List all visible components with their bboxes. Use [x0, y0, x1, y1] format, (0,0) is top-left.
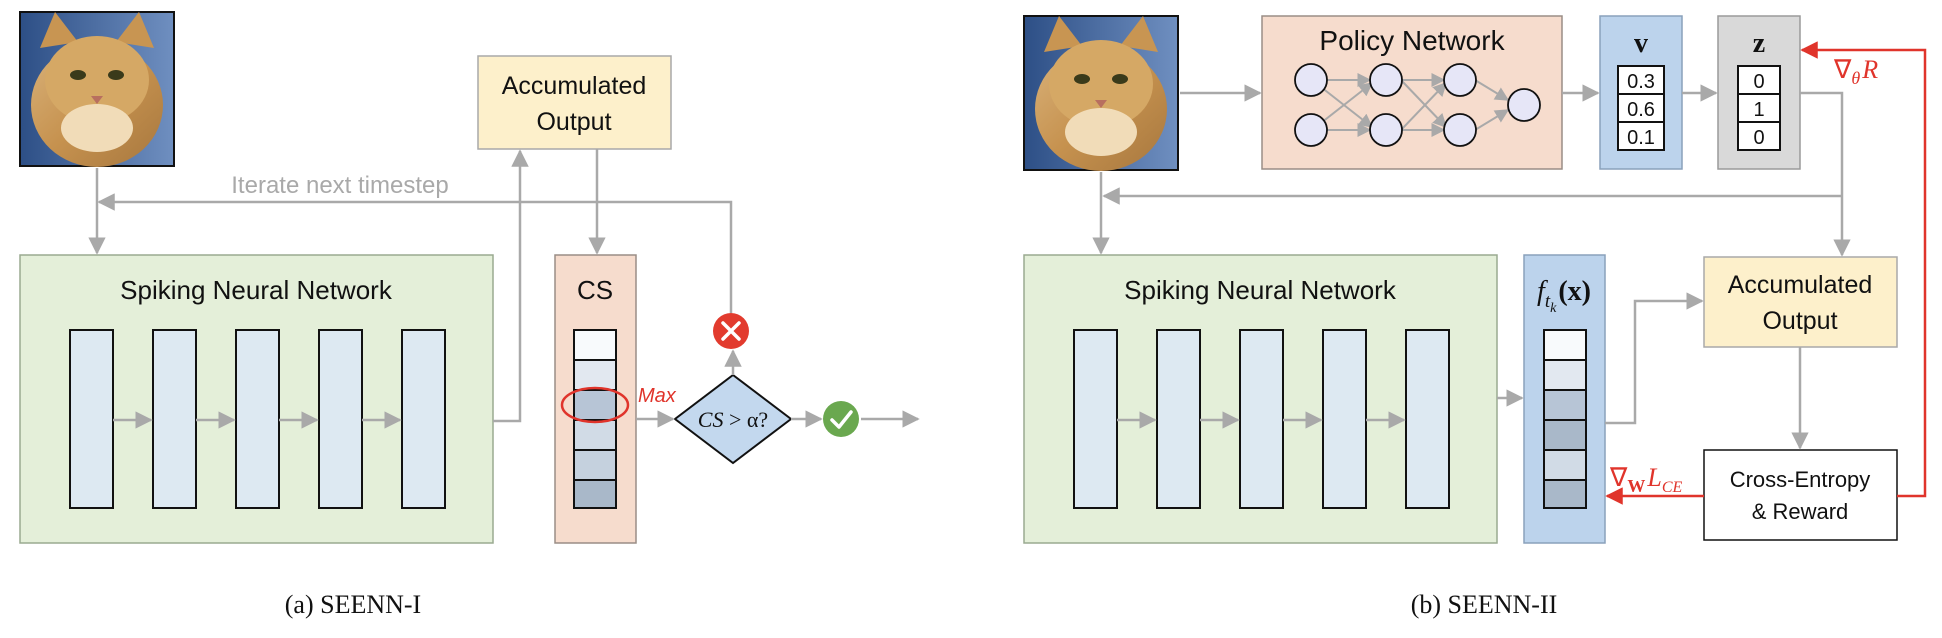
- v-value: 0.1: [1627, 127, 1655, 149]
- cs-cell: [573, 419, 617, 451]
- cs-cells: [573, 329, 617, 509]
- cs-cell: [573, 449, 617, 481]
- policy-node: [1443, 63, 1477, 97]
- arrow-snn-to-acc: [493, 149, 529, 423]
- v-title: v: [1634, 28, 1648, 59]
- z-value: 1: [1753, 99, 1764, 121]
- f-title: ftk(x): [1537, 276, 1591, 316]
- grad-w-label: ∇WLCE: [1609, 463, 1683, 496]
- z-value: 0: [1753, 127, 1764, 149]
- accumulated-output-box-a: [477, 55, 672, 150]
- ce-label-line1: Cross-Entropy: [1730, 467, 1871, 492]
- caption-a: (a) SEENN-I: [285, 590, 421, 619]
- snn-layer: [318, 329, 363, 509]
- panel-a: Spiking Neural Network Accumulated Outpu…: [19, 11, 920, 619]
- v-value: 0.6: [1627, 99, 1655, 121]
- ce-label-line2: & Reward: [1752, 499, 1849, 524]
- policy-node: [1507, 88, 1541, 122]
- input-image-b: [1023, 15, 1179, 171]
- snn-layer: [1156, 329, 1201, 509]
- f-cell: [1543, 479, 1587, 509]
- snn-layer: [1405, 329, 1450, 509]
- input-image-a: [19, 11, 175, 167]
- snn-layer: [1239, 329, 1284, 509]
- snn-layer: [1073, 329, 1118, 509]
- z-cells: [1737, 65, 1781, 151]
- policy-node: [1369, 113, 1403, 147]
- acc-label-line2-b: Output: [1762, 307, 1837, 335]
- max-highlight-ellipse: [560, 386, 630, 424]
- v-cells: [1617, 65, 1665, 151]
- f-cell: [1543, 359, 1587, 391]
- policy-nodes: [1294, 63, 1541, 147]
- snn-layer: [401, 329, 446, 509]
- snn-layer: [69, 329, 114, 509]
- v-value: 0.3: [1627, 71, 1655, 93]
- arrows-b: [1092, 84, 1851, 450]
- check-icon: [823, 401, 859, 437]
- gradient-arrows: [1605, 41, 1927, 505]
- policy-node: [1369, 63, 1403, 97]
- snn-layers-b: [1073, 329, 1450, 509]
- acc-label-line1-a: Accumulated: [502, 72, 647, 100]
- snn-layers-a: [69, 329, 446, 509]
- snn-layer: [152, 329, 197, 509]
- cs-cell: [573, 389, 617, 421]
- cross-icon: [713, 313, 749, 349]
- f-cell: [1543, 419, 1587, 451]
- acc-label-line2-a: Output: [536, 108, 611, 136]
- accumulated-output-box-b: [1703, 256, 1898, 348]
- policy-title: Policy Network: [1319, 25, 1505, 56]
- policy-node: [1294, 113, 1328, 147]
- policy-node: [1443, 113, 1477, 147]
- max-label: Max: [638, 385, 677, 407]
- decision-diamond: [673, 373, 793, 465]
- cross-entropy-reward-box: [1703, 449, 1898, 541]
- cs-cell: [573, 479, 617, 509]
- arrows-a: [88, 149, 920, 428]
- panel-b: Policy Network v: [1023, 15, 1927, 619]
- z-value: 0: [1753, 71, 1764, 93]
- arrow-z-to-acc: [1800, 91, 1851, 257]
- arrow-f-to-acc: [1605, 292, 1704, 425]
- z-title: z: [1753, 28, 1765, 59]
- snn-layer: [235, 329, 280, 509]
- caption-b: (b) SEENN-II: [1411, 590, 1558, 619]
- snn-layer: [1322, 329, 1367, 509]
- f-cells: [1543, 329, 1587, 509]
- arrow-grad-theta: [1800, 41, 1927, 498]
- cs-cell: [573, 359, 617, 391]
- grad-theta-label: ∇θR: [1833, 55, 1878, 88]
- f-cell: [1543, 449, 1587, 481]
- f-cell: [1543, 329, 1587, 361]
- cs-title: CS: [577, 275, 613, 305]
- decision-label: CS > α?: [698, 407, 768, 432]
- cs-cell: [573, 329, 617, 361]
- policy-node: [1294, 63, 1328, 97]
- iterate-label: Iterate next timestep: [231, 172, 448, 199]
- snn-title-a: Spiking Neural Network: [120, 275, 393, 305]
- acc-label-line1-b: Accumulated: [1728, 271, 1873, 299]
- arrow-iterate-loop: [97, 193, 733, 313]
- f-cell: [1543, 389, 1587, 421]
- snn-title-b: Spiking Neural Network: [1124, 275, 1397, 305]
